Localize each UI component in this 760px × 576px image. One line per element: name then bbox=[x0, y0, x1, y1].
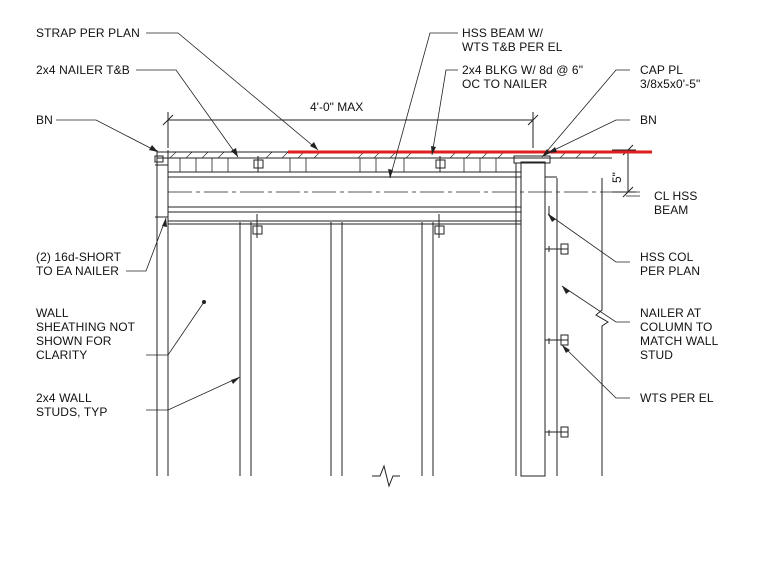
leader-wts bbox=[561, 344, 630, 399]
label-cap-pl-1: CAP PL bbox=[640, 63, 684, 77]
bottom-bolts bbox=[252, 214, 445, 238]
top-bolts bbox=[253, 156, 446, 172]
hss-beam bbox=[168, 171, 557, 225]
dimension-depth-text: 5" bbox=[610, 172, 624, 183]
arrowhead bbox=[542, 149, 550, 157]
label-strap-per-plan: STRAP PER PLAN bbox=[36, 26, 140, 40]
label-hss-beam-1: HSS BEAM W/ bbox=[462, 26, 544, 40]
label-16d-short-2: TO EA NAILER bbox=[36, 264, 120, 278]
arrowhead bbox=[388, 169, 393, 178]
label-wall-studs: 2x4 WALL STUDS, TYP bbox=[36, 391, 108, 419]
column-nailer bbox=[515, 163, 522, 476]
label-hss-col-2: PER PLAN bbox=[640, 264, 701, 278]
leader-wall-sheathing bbox=[146, 301, 205, 356]
wall-stud bbox=[239, 222, 252, 476]
label-cl-hss-1: CL HSS bbox=[654, 189, 698, 203]
dot-marker bbox=[202, 300, 206, 304]
leader-bn-right bbox=[547, 119, 630, 154]
arrowhead bbox=[562, 345, 570, 353]
arrowhead bbox=[149, 145, 158, 152]
arrowhead bbox=[548, 214, 556, 222]
arrowhead bbox=[431, 146, 436, 155]
break-line-bottom bbox=[372, 464, 400, 488]
leader-hss-col bbox=[547, 213, 630, 263]
arrowhead bbox=[231, 377, 240, 384]
arrowhead bbox=[548, 147, 557, 153]
label-nailer-tb: 2x4 NAILER T&B bbox=[36, 63, 130, 77]
label-blkg-2: OC TO NAILER bbox=[462, 77, 548, 91]
dimension-span-text: 4'-0" MAX bbox=[310, 100, 364, 114]
arrowhead bbox=[562, 286, 570, 294]
arrowhead bbox=[310, 142, 318, 150]
wall-stud bbox=[421, 222, 434, 476]
label-blkg-1: 2x4 BLKG W/ 8d @ 6" bbox=[462, 63, 584, 77]
depth-dimension bbox=[612, 144, 636, 198]
arrowhead bbox=[162, 218, 167, 227]
hss-column bbox=[520, 161, 546, 477]
label-wts-per-el: WTS PER EL bbox=[640, 391, 714, 405]
leader-wall-studs bbox=[146, 376, 241, 411]
leader-cap-pl bbox=[541, 69, 630, 158]
span-dimension bbox=[162, 112, 539, 148]
leader-bn-left bbox=[56, 119, 159, 153]
blocking bbox=[179, 158, 497, 172]
label-bn-left: BN bbox=[36, 113, 53, 127]
left-end-detail bbox=[154, 155, 168, 218]
leader-hss-beam bbox=[389, 32, 458, 179]
leader-nailer-tb bbox=[136, 69, 239, 158]
break-line-right bbox=[595, 178, 609, 476]
label-cap-pl-2: 3/8x5x0'-5" bbox=[640, 77, 701, 91]
label-hss-col-1: HSS COL bbox=[640, 250, 694, 264]
arrowhead bbox=[231, 148, 238, 157]
column-bolts bbox=[545, 206, 569, 438]
leader-blkg bbox=[431, 69, 458, 156]
leader-strap bbox=[146, 32, 319, 151]
label-wall-sheathing: WALL SHEATHING NOT SHOWN FOR CLARITY bbox=[36, 306, 136, 362]
wall-stud bbox=[330, 222, 343, 476]
cap-plate bbox=[513, 155, 551, 164]
leader-16d bbox=[126, 217, 167, 272]
label-16d-short-1: (2) 16d-SHORT bbox=[36, 250, 122, 264]
label-hss-beam-2: WTS T&B PER EL bbox=[462, 40, 563, 54]
label-cl-hss-2: BEAM bbox=[654, 203, 689, 217]
label-bn-right: BN bbox=[640, 113, 657, 127]
label-nailer-column: NAILER AT COLUMN TO MATCH WALL STUD bbox=[640, 306, 719, 362]
wall-stud-left bbox=[156, 150, 169, 476]
leader-nailer-column bbox=[561, 285, 630, 323]
